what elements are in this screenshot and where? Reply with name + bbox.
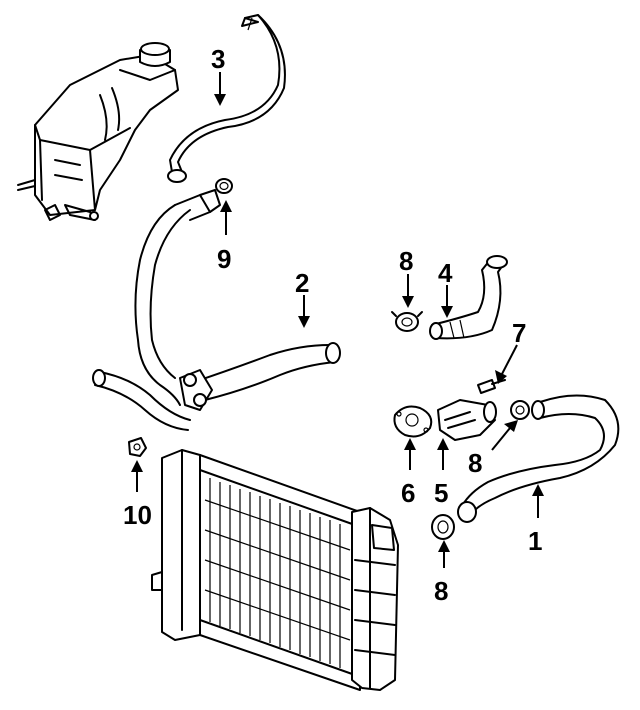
callout-1: 1: [528, 526, 542, 556]
callout-3: 3: [211, 44, 225, 74]
clamp-8-upper: [391, 311, 423, 332]
cap-10: [128, 437, 147, 457]
radiator: [151, 449, 399, 691]
hose-2: [92, 189, 341, 431]
clamp-8-lower: [431, 514, 455, 540]
callout-6: 6: [401, 478, 415, 508]
bolt-7: [477, 379, 506, 394]
callout-7: 7: [512, 318, 526, 348]
callout-4: 4: [438, 258, 453, 288]
clamp-9: [215, 178, 233, 194]
hose-1: [457, 394, 620, 523]
callout-8-lower: 8: [434, 576, 448, 606]
callout-arrows: [131, 72, 544, 568]
clamp-8-middle: [510, 400, 530, 420]
gasket-6: [393, 405, 433, 438]
callout-5: 5: [434, 478, 448, 508]
housing-5: [437, 399, 497, 441]
callout-8-upper: 8: [399, 246, 413, 276]
hose-4: [429, 255, 508, 340]
callout-9: 9: [217, 244, 231, 274]
callout-10: 10: [123, 500, 152, 530]
hose-3: [167, 14, 286, 183]
coolant-reservoir: [17, 42, 179, 221]
callout-2: 2: [295, 268, 309, 298]
callout-labels: 1 2 3 4 5 6 7 8 8 8 9 10: [123, 44, 542, 606]
callout-8-middle: 8: [468, 448, 482, 478]
